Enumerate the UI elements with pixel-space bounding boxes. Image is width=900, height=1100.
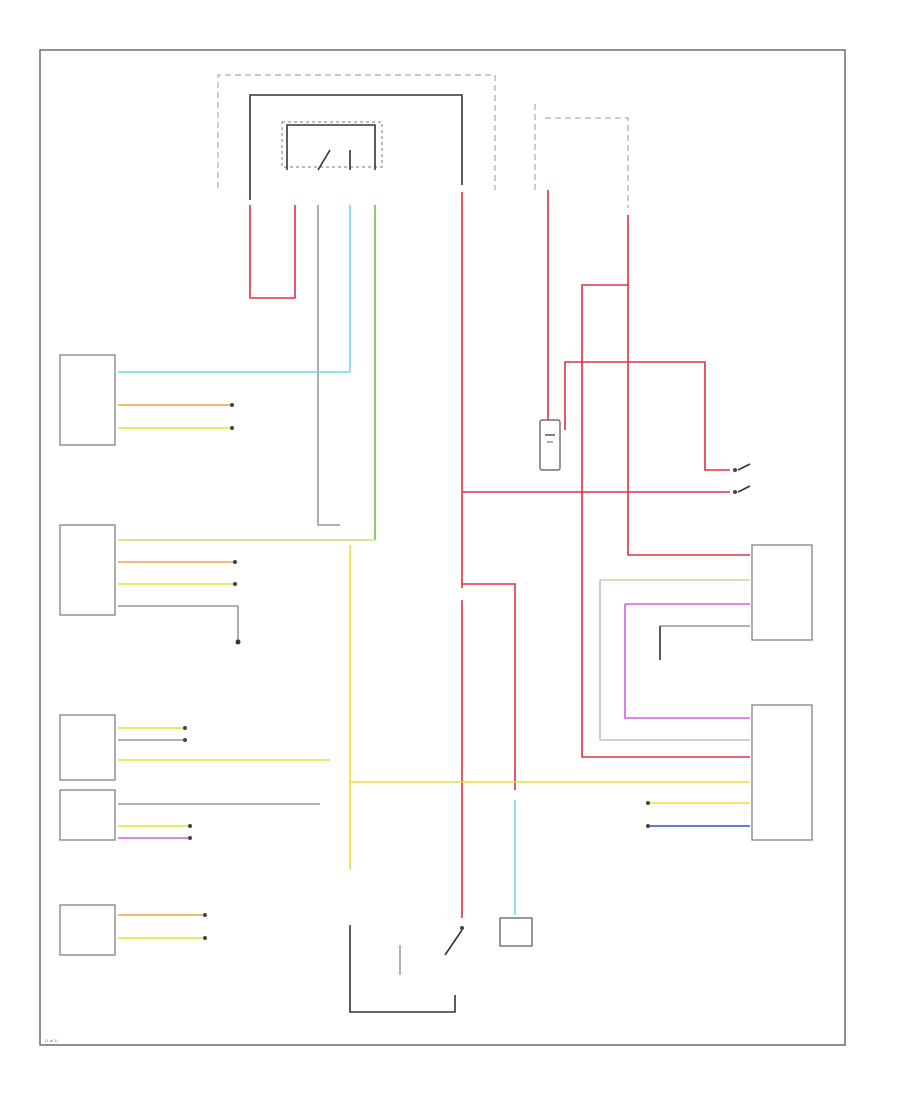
battery-feed-wires [461,117,750,918]
starter-motor [349,925,464,1013]
ignition-switch-module [600,544,813,719]
battery-icon [539,419,561,471]
trailer-connector [733,463,751,494]
instrument-module [59,714,330,781]
footer-code: (1 of 1) [45,1039,59,1043]
keyless-module [59,789,320,841]
smart-junction-module [599,580,813,841]
body-control-module [59,354,350,446]
generator [499,800,533,947]
fuse-block-wires [249,205,376,540]
fuse-relay-block [217,74,536,200]
powertrain-control-module [59,524,375,645]
transmission-module [59,904,207,956]
diagram-frame [39,49,846,1046]
